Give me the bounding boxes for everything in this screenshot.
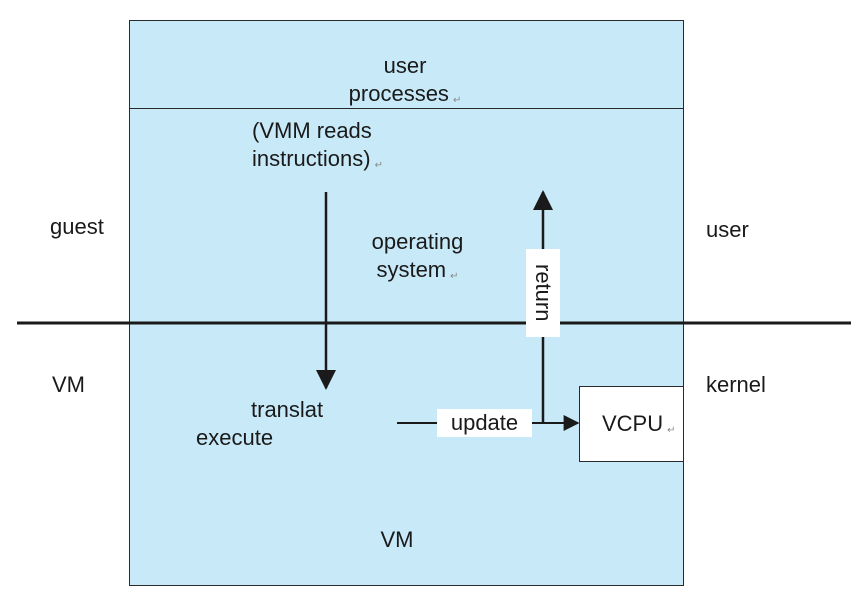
user-processes-label: user processes↵ bbox=[300, 52, 510, 115]
user-mode-label: user bbox=[706, 217, 749, 242]
return-label: return bbox=[526, 249, 560, 337]
operating-system-line1: operating bbox=[371, 229, 464, 254]
operating-system-line2-wrap: system↵ bbox=[335, 256, 500, 291]
vcpu-box bbox=[579, 386, 684, 462]
vm-mode-label: VM bbox=[52, 372, 85, 397]
return-mark-icon: ↵ bbox=[374, 160, 383, 171]
return-mark-icon: ↵ bbox=[452, 95, 462, 106]
vmm-reads-line2: instructions) bbox=[252, 146, 371, 171]
vmm-reads-label: (VMM reads instructions)↵ bbox=[252, 117, 383, 180]
vcpu-text: VCPU bbox=[602, 411, 664, 436]
guest-label: guest bbox=[50, 214, 104, 239]
vmm-reads-line1: (VMM reads bbox=[252, 118, 372, 143]
return-mark-icon: ↵ bbox=[450, 271, 459, 282]
execute-label: execute bbox=[196, 425, 274, 450]
user-processes-line1: user bbox=[383, 53, 427, 78]
kernel-mode-label: kernel bbox=[706, 372, 766, 397]
translate-label: translat bbox=[251, 397, 324, 422]
user-processes-line2: processes bbox=[348, 81, 449, 106]
return-mark-icon: ↵ bbox=[667, 425, 676, 436]
vcpu-label: VCPU↵ bbox=[602, 410, 676, 445]
operating-system-line2: system bbox=[376, 257, 447, 282]
main-box bbox=[129, 20, 684, 586]
user-processes-line2-wrap: processes↵ bbox=[300, 80, 510, 115]
operating-system-label: operating system↵ bbox=[335, 228, 500, 291]
update-label: update bbox=[437, 409, 532, 437]
vm-box-label: VM bbox=[380, 527, 414, 552]
vmm-reads-line2-wrap: instructions)↵ bbox=[252, 145, 383, 180]
